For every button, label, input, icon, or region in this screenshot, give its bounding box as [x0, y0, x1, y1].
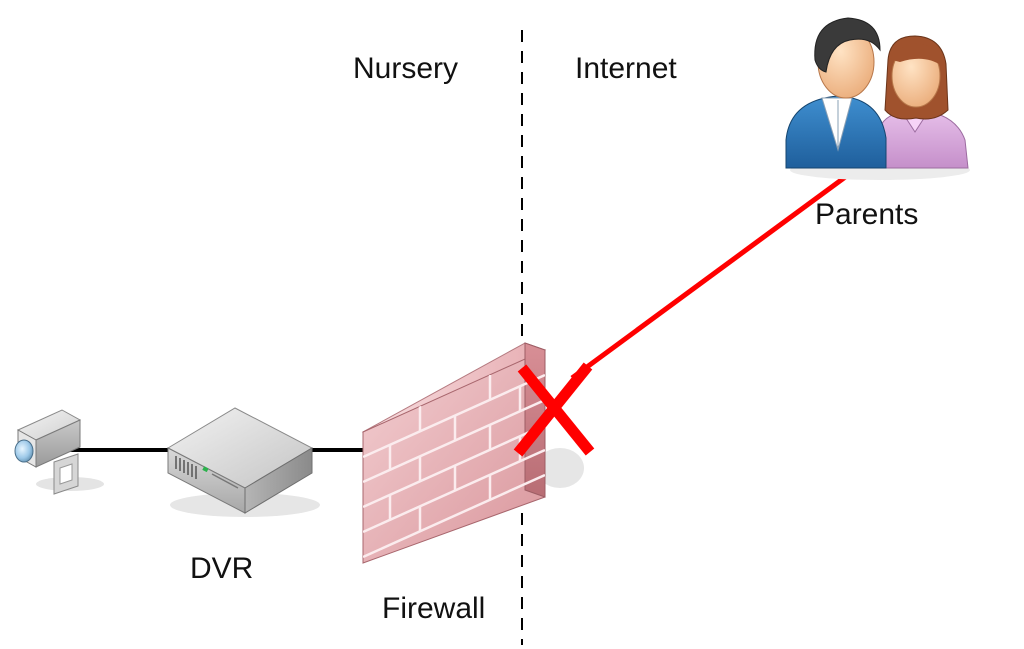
woman-figure — [875, 35, 969, 169]
man-figure — [785, 17, 887, 169]
node-label-dvr: DVR — [190, 552, 254, 585]
dvr-box-icon — [166, 407, 320, 517]
blocked-x-icon — [513, 362, 595, 457]
zone-label-internet: Internet — [575, 52, 677, 85]
security-camera-icon — [14, 409, 104, 495]
node-label-firewall: Firewall — [382, 592, 486, 625]
parents-people-icon — [785, 17, 970, 180]
brick-firewall-icon — [361, 342, 584, 564]
connection-parents-firewall — [570, 172, 850, 381]
zone-label-nursery: Nursery — [353, 52, 459, 85]
node-label-parents: Parents — [815, 198, 919, 231]
